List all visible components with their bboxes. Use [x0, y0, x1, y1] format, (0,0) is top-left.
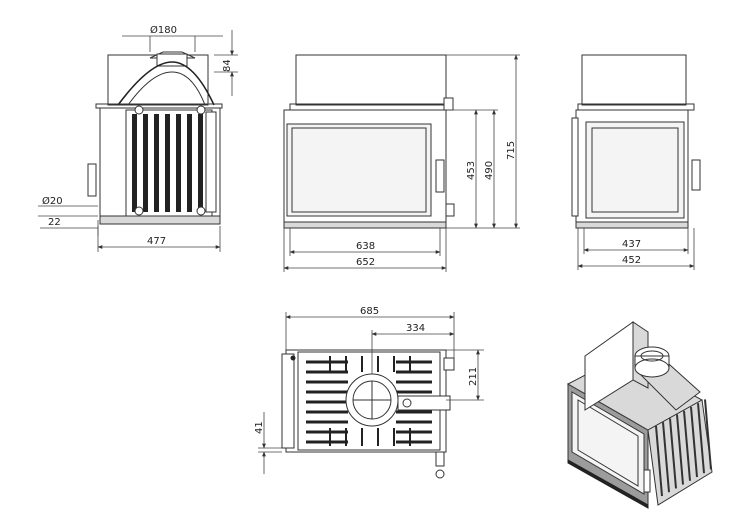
side-fins — [132, 114, 203, 212]
top-fins — [306, 356, 432, 446]
iso-fin — [697, 403, 705, 474]
dim-top-flue-offset: 334 — [406, 323, 425, 334]
iso-fin — [704, 399, 712, 470]
side-dimensions: Ø180 84 Ø20 22 477 — [38, 24, 238, 252]
iso-fin — [669, 418, 677, 489]
dim-pipe-diameter: Ø20 — [42, 195, 63, 207]
dim-pipe-offset: 22 — [48, 217, 61, 228]
dim-top-overall-width: 685 — [360, 306, 379, 317]
dim-flue-height: 84 — [222, 59, 233, 72]
iso-fins — [655, 399, 712, 497]
side-fin — [143, 114, 148, 212]
side-fin — [198, 114, 203, 212]
isometric-view — [566, 321, 713, 509]
front-view — [283, 54, 455, 229]
dim-door-height: 453 — [466, 161, 477, 180]
dim-front-outer-width: 652 — [356, 257, 375, 268]
dim-top-small-offset: 41 — [254, 421, 265, 434]
top-view — [281, 349, 455, 479]
side-fin — [176, 114, 181, 212]
front-dimensions: 453 490 715 638 652 — [283, 54, 520, 272]
dim-back-inner-width: 437 — [622, 239, 641, 250]
dim-side-depth: 477 — [147, 236, 166, 247]
iso-fin — [683, 410, 691, 481]
iso-fin — [662, 422, 670, 493]
dim-top-flue-depth: 211 — [468, 367, 479, 386]
dim-front-inner-width: 638 — [356, 241, 375, 252]
iso-fin — [655, 425, 663, 497]
dim-body-height: 490 — [484, 161, 495, 180]
back-view — [571, 54, 701, 229]
side-view — [87, 51, 223, 225]
top-dimensions: 685 334 211 41 — [254, 306, 484, 474]
side-fin — [187, 114, 192, 212]
side-fin — [165, 114, 170, 212]
side-fin — [132, 114, 137, 212]
iso-fin — [690, 406, 698, 478]
dim-total-height: 715 — [506, 141, 517, 160]
iso-fin — [676, 414, 684, 485]
dim-back-outer-width: 452 — [622, 255, 641, 266]
back-dimensions: 437 452 — [577, 228, 695, 270]
side-fin — [154, 114, 159, 212]
dim-flue-diameter: Ø180 — [150, 24, 177, 36]
